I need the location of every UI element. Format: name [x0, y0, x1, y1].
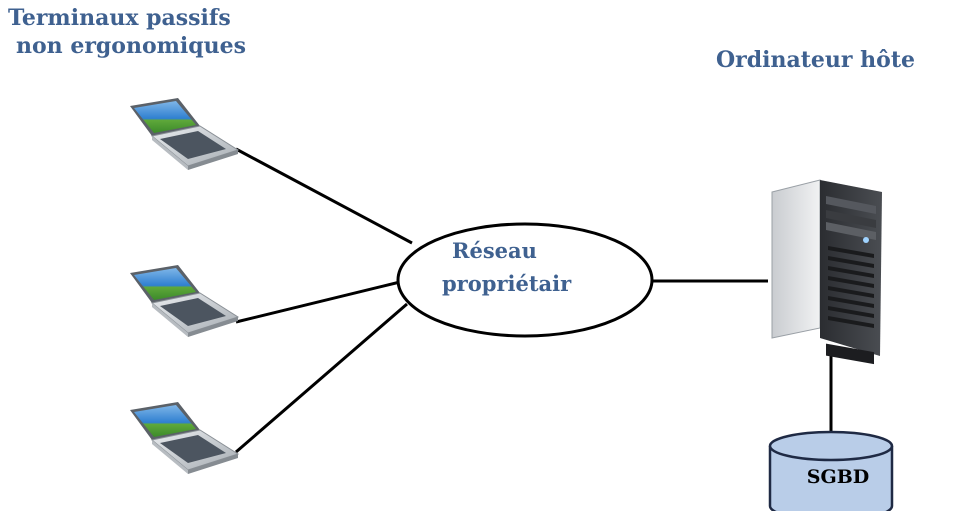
- link-laptop2-network: [235, 280, 401, 324]
- link-laptop3-network: [235, 302, 408, 454]
- database-cylinder-icon: [768, 430, 894, 511]
- laptop-icon: [129, 401, 239, 475]
- server-tower-icon: [771, 179, 882, 365]
- network-label-line2: propriétair: [442, 271, 572, 296]
- terminals-title: Terminaux passifs non ergonomiques: [8, 4, 246, 60]
- terminals-title-line1: Terminaux passifs: [8, 5, 231, 31]
- laptop-icon: [129, 264, 239, 338]
- terminals-title-line2: non ergonomiques: [16, 33, 247, 59]
- laptop-icon: [129, 97, 239, 171]
- network-label-line1: Réseau: [452, 238, 537, 263]
- link-laptop1-network: [235, 147, 413, 245]
- network-label: Réseau propriétair: [442, 234, 571, 300]
- database-label: SGBD: [806, 466, 870, 488]
- host-title: Ordinateur hôte: [716, 47, 915, 73]
- network-ellipse: [396, 222, 654, 338]
